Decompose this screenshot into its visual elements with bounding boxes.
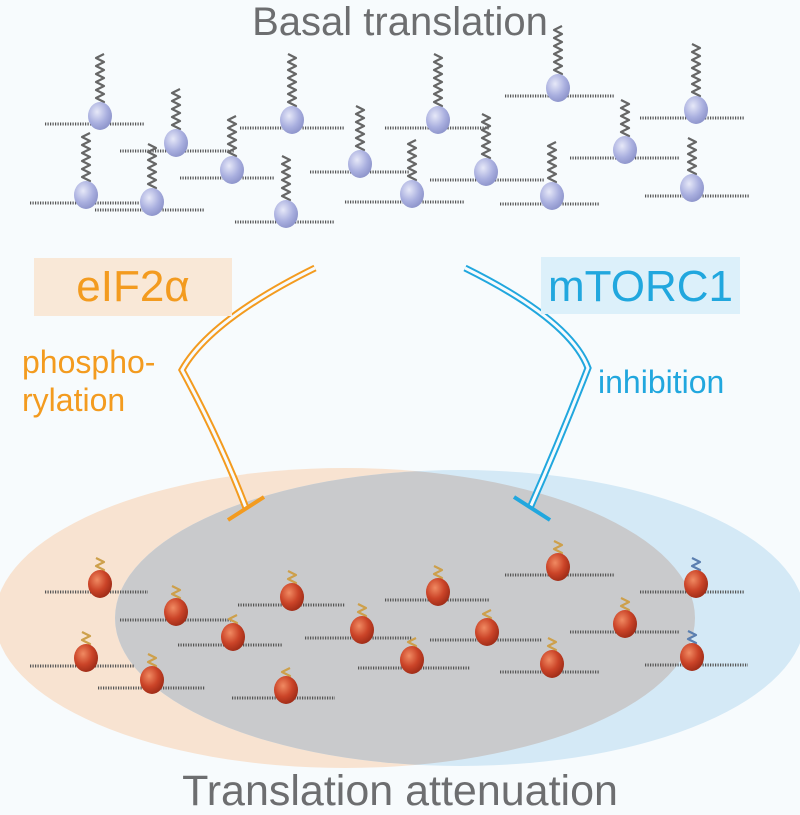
ribosome-icon	[426, 53, 450, 134]
mtorc1-inhibition-arrow-icon	[463, 264, 592, 522]
stalled-ribosome-icon	[540, 637, 564, 678]
ribosome-icon	[684, 43, 708, 124]
ribosome-icon	[164, 88, 188, 157]
eif2a-label: eIF2α	[76, 262, 190, 311]
stalled-ribosome-icon	[475, 609, 499, 646]
mtorc1-label: mTORC1	[548, 262, 733, 311]
attenuation-area	[0, 468, 800, 768]
eif2a-label-box	[34, 258, 232, 316]
stalled-ribosome-icon	[426, 565, 450, 606]
basal-translation-title: Basal translation	[252, 0, 548, 44]
translation-attenuation-title: Translation attenuation	[182, 767, 618, 815]
ribosome-icon	[540, 141, 564, 210]
attenuated-polysomes	[30, 540, 748, 704]
eif2a-inhibition-arrow-icon	[178, 264, 317, 522]
stalled-ribosome-icon	[274, 667, 298, 704]
ribosome-icon	[274, 155, 298, 228]
ribosome-icon	[140, 143, 164, 216]
phosphorylation-label-line1: phospho-	[22, 344, 156, 380]
phosphorylation-label-line2: rylation	[22, 382, 126, 418]
stalled-ribosome-icon	[350, 603, 374, 644]
stalled-ribosome-icon	[613, 597, 637, 638]
ribosome-icon	[74, 132, 98, 209]
stalled-ribosome-icon	[74, 631, 98, 672]
ribosome-icon	[680, 137, 704, 202]
ribosome-icon	[546, 25, 570, 102]
ribosome-icon	[220, 115, 244, 184]
stalled-ribosome-icon	[221, 614, 245, 651]
stalled-ribosome-icon	[546, 540, 570, 581]
ribosome-icon	[88, 53, 112, 130]
stalled-ribosome-icon	[400, 637, 424, 674]
stalled-ribosome-icon	[88, 557, 112, 598]
stalled-ribosome-icon	[140, 653, 164, 694]
inhibition-label: inhibition	[598, 364, 725, 400]
stalled-ribosome-icon	[164, 585, 188, 626]
mtorc1-label-box	[541, 257, 740, 314]
ribosome-icon	[280, 53, 304, 134]
ribosome-icon	[400, 139, 424, 208]
ribosome-icon	[474, 113, 498, 186]
stalled-ribosome-icon	[680, 630, 704, 671]
ribosome-icon	[613, 99, 637, 164]
ribosome-icon	[348, 105, 372, 178]
stalled-ribosome-icon	[684, 557, 708, 598]
basal-translation-polysomes	[30, 25, 750, 228]
stalled-ribosome-icon	[280, 570, 304, 611]
